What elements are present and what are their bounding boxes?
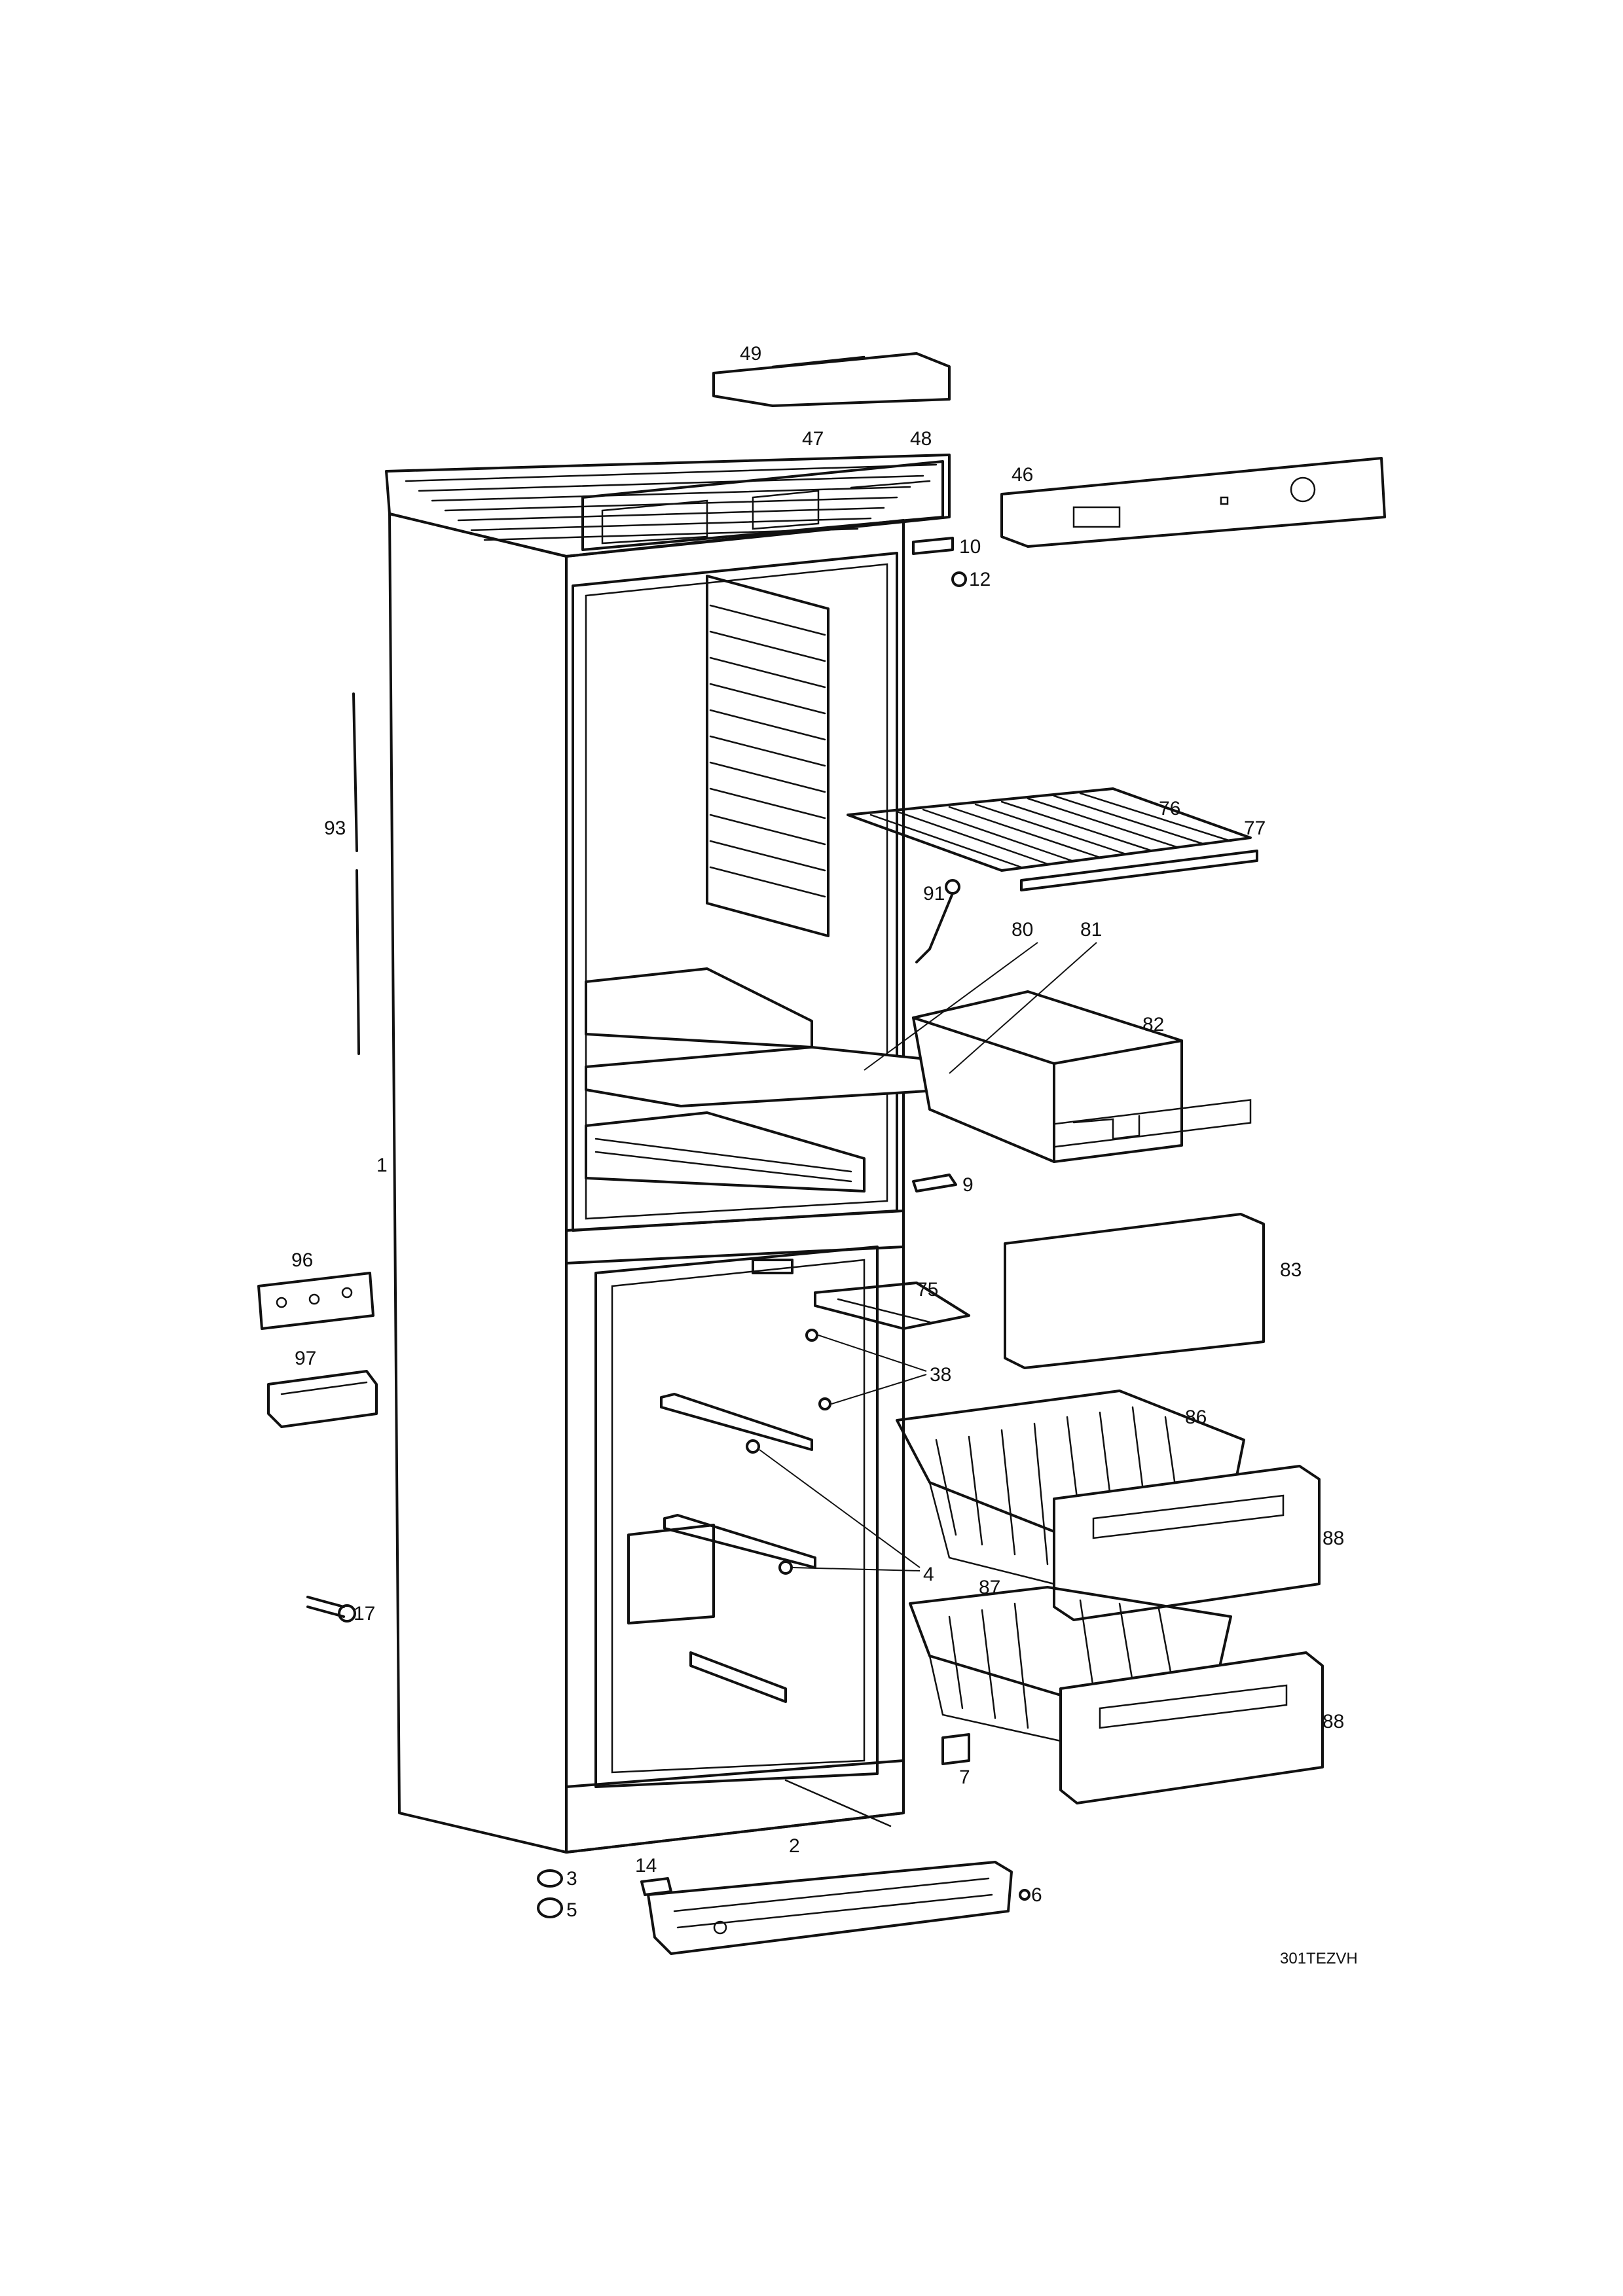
label-1: 1	[376, 1155, 388, 1176]
label-91: 91	[923, 883, 945, 905]
label-76: 76	[1159, 798, 1180, 819]
label-86: 86	[1185, 1407, 1207, 1428]
freezer-interior-rails	[627, 1259, 816, 1703]
part-76-wire-shelf	[847, 787, 1252, 872]
label-81: 81	[1080, 919, 1102, 941]
label-47: 47	[802, 428, 824, 450]
part-2-base-grille	[647, 1861, 1013, 1955]
label-88-lower: 88	[1322, 1711, 1344, 1732]
label-80: 80	[1012, 919, 1033, 941]
label-12: 12	[969, 569, 991, 590]
label-83: 83	[1280, 1259, 1302, 1281]
part-12-screw	[951, 571, 967, 587]
part-75-ice-tray	[814, 1282, 970, 1330]
label-9: 9	[962, 1174, 974, 1196]
part-labels: 1 2 3 4 5 6 7 9 10 12 14 17 38 46 47 48 …	[291, 343, 1344, 1921]
label-5: 5	[566, 1899, 577, 1921]
part-9-hinge	[912, 1174, 957, 1193]
part-5-foot-adjuster	[537, 1897, 563, 1918]
part-38-pins	[805, 1329, 831, 1410]
part-77-shelf-trim	[1020, 850, 1258, 891]
part-46-control-panel	[1000, 457, 1386, 548]
part-97-hinge-cover	[267, 1370, 378, 1428]
label-4: 4	[923, 1564, 934, 1585]
label-97: 97	[295, 1348, 316, 1369]
label-77: 77	[1244, 817, 1266, 839]
part-91-lamp	[915, 879, 960, 963]
evaporator-fins	[706, 575, 830, 937]
label-88-upper: 88	[1322, 1528, 1344, 1549]
part-17-screw	[306, 1596, 356, 1623]
label-17: 17	[354, 1603, 375, 1624]
label-3: 3	[566, 1868, 577, 1890]
label-46: 46	[1012, 464, 1033, 486]
part-88-drawer-front-lower	[1059, 1651, 1324, 1804]
label-14: 14	[635, 1855, 657, 1876]
label-7: 7	[959, 1767, 970, 1788]
part-10-bracket	[912, 537, 954, 555]
part-3-foot	[537, 1869, 563, 1888]
part-47-48-control-housing	[581, 460, 944, 551]
leader-lines	[759, 942, 1097, 1571]
part-14-clip	[640, 1877, 672, 1896]
label-82: 82	[1142, 1014, 1164, 1035]
label-87: 87	[979, 1577, 1000, 1598]
label-96: 96	[291, 1249, 313, 1271]
top-lid-grille	[405, 463, 938, 541]
part-7-bracket	[941, 1733, 970, 1765]
part-6-screw	[1019, 1889, 1030, 1901]
part-4-pins	[746, 1439, 793, 1575]
label-49: 49	[740, 343, 761, 365]
label-75: 75	[917, 1279, 938, 1300]
cabinet-body	[385, 454, 951, 1854]
part-82-crisper-box	[912, 990, 1183, 1163]
part-83-flap-door	[1004, 1099, 1265, 1369]
label-38: 38	[930, 1364, 951, 1386]
label-2: 2	[789, 1835, 800, 1857]
part-96-hinge-plate	[257, 1272, 374, 1330]
part-93-seal-strip	[352, 692, 360, 1055]
label-6: 6	[1031, 1884, 1042, 1906]
label-10: 10	[959, 536, 981, 558]
part-49-top-cover	[712, 352, 951, 407]
label-48: 48	[910, 428, 932, 450]
label-93: 93	[324, 817, 346, 839]
drawing-code: 301TEZVH	[1280, 1950, 1358, 1967]
part-88-drawer-front-upper	[1053, 1465, 1321, 1621]
